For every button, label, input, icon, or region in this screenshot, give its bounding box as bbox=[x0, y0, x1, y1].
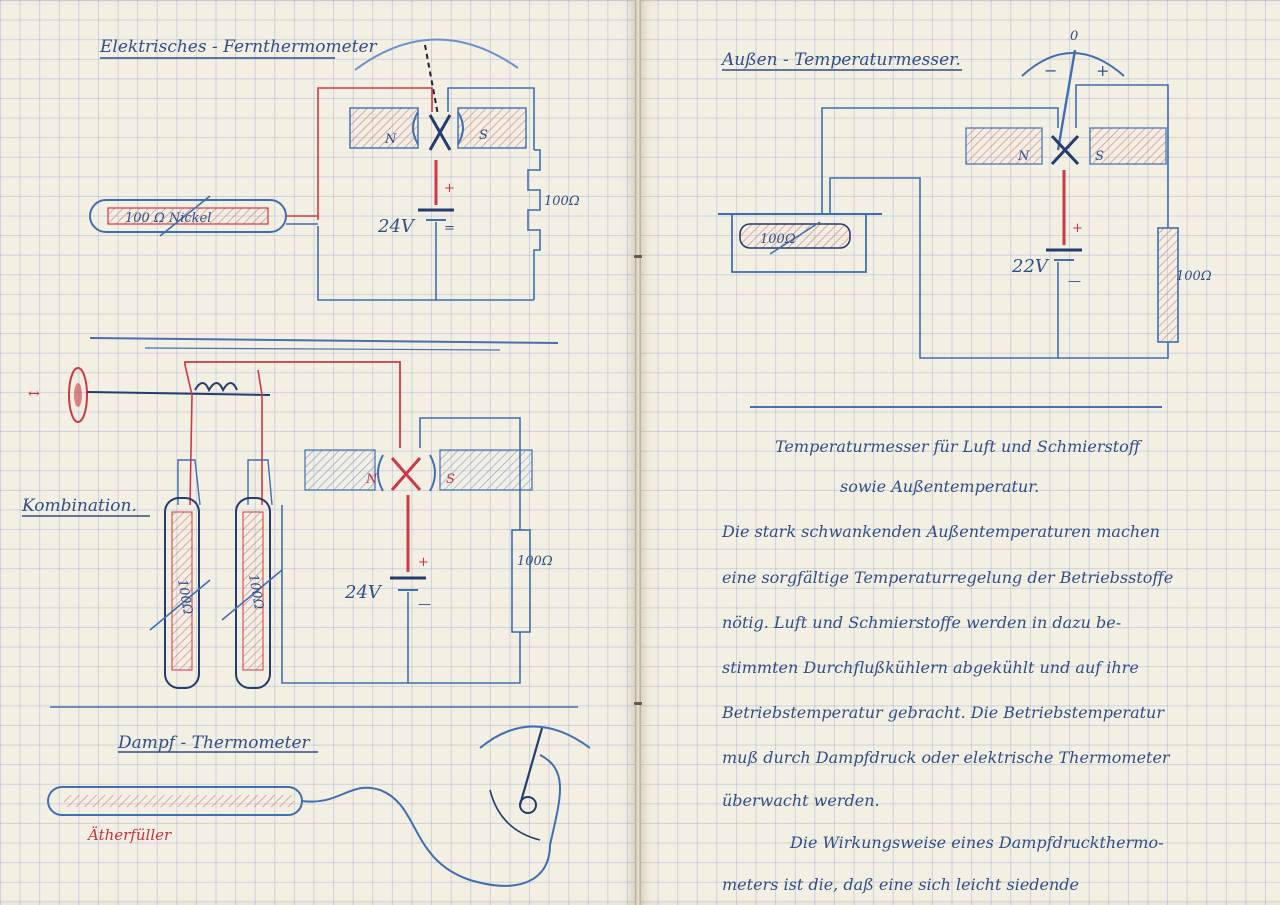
switch-spring bbox=[194, 382, 238, 393]
resistor-100-label-2: 100Ω bbox=[517, 554, 553, 569]
cross-coil-2 bbox=[390, 457, 422, 491]
cross-coil-3 bbox=[1050, 134, 1080, 166]
heading-outside-temp: Außen - Temperaturmesser. bbox=[720, 50, 961, 70]
text-line: meters ist die, daß eine sich leicht sie… bbox=[722, 875, 1079, 894]
minus-sign-2: — bbox=[418, 597, 431, 612]
text-title-line-2: sowie Außentemperatur. bbox=[840, 477, 1039, 496]
text-line: nötig. Luft und Schmierstoffe werden in … bbox=[722, 613, 1121, 632]
resistor-zigzag bbox=[527, 149, 541, 300]
scale-zero: 0 bbox=[1070, 29, 1078, 44]
text-title-line-1: Temperaturmesser für Luft und Schmiersto… bbox=[775, 437, 1143, 456]
scale-minus: − bbox=[1044, 61, 1057, 80]
plus-sign-2: + bbox=[418, 555, 429, 570]
switch-rod bbox=[86, 391, 271, 396]
label-s: S bbox=[479, 128, 488, 143]
heading-electric-thermometer: Elektrisches - Fernthermometer bbox=[99, 37, 378, 57]
diagram-electric-thermometer: Elektrisches - Fernthermometer N S + = 2… bbox=[89, 37, 580, 301]
text-line: Die stark schwankenden Außentemperaturen… bbox=[721, 522, 1160, 541]
resistor-100-label: 100Ω bbox=[544, 194, 580, 209]
gauge-needle-2 bbox=[1056, 49, 1077, 151]
minus-sign-3: — bbox=[1068, 274, 1081, 289]
resistor-100-label-3: 100Ω bbox=[1176, 269, 1212, 284]
capillary bbox=[301, 754, 561, 887]
fixed-resistor-3 bbox=[1157, 227, 1179, 343]
text-line: überwacht werden. bbox=[722, 791, 880, 810]
label-n: N bbox=[384, 132, 397, 147]
text-line: Betriebstemperatur gebracht. Die Betrieb… bbox=[721, 703, 1165, 722]
magnet-pole-s bbox=[457, 107, 527, 149]
text-line: stimmten Durchflußkühlern abgekühlt und … bbox=[722, 658, 1139, 677]
diagram-outside-temp: Außen - Temperaturmesser. 0 − + N S + — … bbox=[718, 29, 1212, 359]
handwritten-text: Temperaturmesser für Luft und Schmiersto… bbox=[721, 437, 1173, 894]
spine bbox=[635, 0, 641, 905]
tube-1-label: 100Ω bbox=[174, 578, 195, 616]
sensor-resistor-label: 100Ω bbox=[760, 232, 796, 247]
label-s-2: S bbox=[446, 472, 455, 487]
text-line: eine sorgfältige Temperaturregelung der … bbox=[722, 568, 1173, 587]
knob bbox=[68, 367, 88, 423]
text-line: Die Wirkungsweise eines Dampfdruckthermo… bbox=[789, 833, 1164, 852]
text-line: muß durch Dampfdruck oder elektrische Th… bbox=[722, 748, 1171, 767]
gauge-needle bbox=[424, 44, 439, 116]
voltage-24v-2: 24V bbox=[344, 582, 383, 603]
arrow-double: ↔ bbox=[28, 386, 40, 402]
tube-2-label: 100Ω bbox=[245, 573, 266, 611]
sensor-housing bbox=[731, 213, 867, 273]
scale-plus: + bbox=[1096, 61, 1109, 80]
fixed-resistor-2 bbox=[511, 529, 531, 633]
gauge-scale-2 bbox=[1021, 52, 1125, 77]
diagram-vapor-thermometer: Dampf - Thermometer Ätherfüller bbox=[47, 725, 591, 887]
gauge-scale bbox=[354, 38, 519, 71]
right-page bbox=[638, 0, 1280, 905]
label-combination: Kombination. bbox=[21, 496, 137, 516]
vapor-gauge-needle bbox=[518, 727, 544, 806]
nickel-resistor-label: 100 Ω Nickel bbox=[125, 211, 211, 226]
cross-coil bbox=[428, 114, 452, 151]
sensor-tube-1 bbox=[164, 497, 200, 689]
sensor-tube-2 bbox=[235, 497, 271, 689]
voltage-24v: 24V bbox=[377, 216, 416, 237]
heading-vapor-thermometer: Dampf - Thermometer bbox=[117, 733, 311, 753]
diagram-combination: Kombination. ↔ 100Ω 100Ω bbox=[21, 361, 553, 689]
vapor-gauge-scale bbox=[479, 725, 591, 749]
label-n-2: N bbox=[365, 472, 378, 487]
voltage-22v: 22V bbox=[1011, 256, 1050, 277]
minus-sign: = bbox=[444, 221, 455, 236]
separator-1 bbox=[89, 337, 559, 344]
plus-sign: + bbox=[444, 181, 455, 196]
bulb-label: Ätherfüller bbox=[86, 826, 172, 844]
sensor-element bbox=[739, 223, 851, 249]
staple-top bbox=[634, 255, 642, 258]
label-n-3: N bbox=[1017, 149, 1030, 164]
label-s-3: S bbox=[1095, 149, 1104, 164]
staple-bottom bbox=[634, 702, 642, 705]
magnet-pole-n bbox=[349, 107, 419, 149]
plus-sign-3: + bbox=[1072, 221, 1083, 236]
